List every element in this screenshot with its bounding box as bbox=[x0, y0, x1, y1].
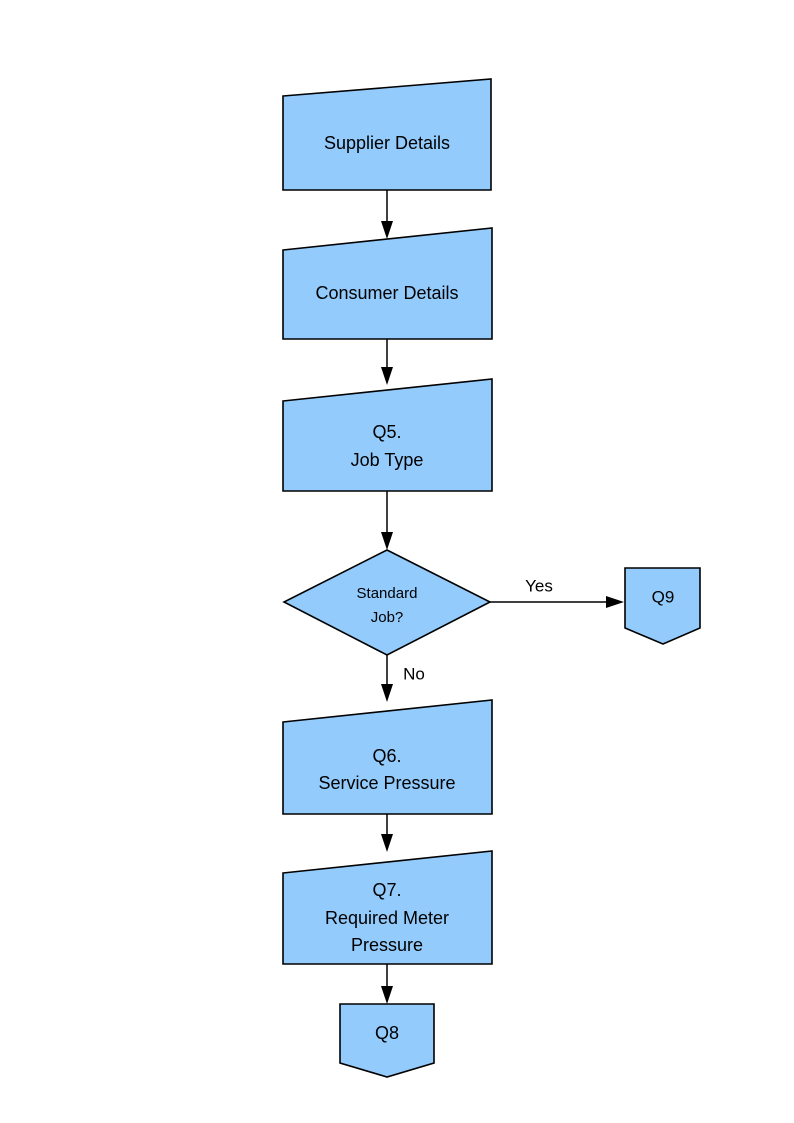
edge-label-yes: Yes bbox=[525, 576, 553, 595]
manual-input-shape bbox=[282, 850, 493, 965]
edge-q6-to-q7 bbox=[381, 814, 393, 852]
node-label-q6-line1: Q6. bbox=[372, 746, 401, 766]
node-label-decision-line1: Standard bbox=[357, 585, 418, 602]
node-label-q9: Q9 bbox=[652, 587, 675, 606]
node-label-consumer-details: Consumer Details bbox=[315, 283, 458, 303]
arrow-head-icon bbox=[606, 596, 624, 608]
node-q9-connector[interactable]: Q9 bbox=[624, 567, 701, 645]
arrow-head-icon bbox=[381, 532, 393, 550]
node-label-supplier-details: Supplier Details bbox=[324, 133, 450, 153]
edge-q5-to-decision bbox=[381, 491, 393, 550]
arrow-head-icon bbox=[381, 367, 393, 385]
edge-label-no: No bbox=[403, 664, 425, 683]
decision-diamond-shape bbox=[282, 549, 492, 656]
manual-input-shape bbox=[282, 227, 493, 340]
node-label-q8: Q8 bbox=[375, 1023, 399, 1043]
node-supplier-details[interactable]: Supplier Details bbox=[282, 78, 492, 191]
node-consumer-details[interactable]: Consumer Details bbox=[282, 227, 493, 340]
arrow-head-icon bbox=[381, 834, 393, 852]
node-label-decision-line2: Job? bbox=[371, 609, 404, 626]
edge-decision-to-q9: Yes bbox=[490, 576, 624, 608]
node-label-q7-line1: Q7. bbox=[372, 880, 401, 900]
manual-input-shape bbox=[282, 699, 493, 815]
manual-input-shape bbox=[282, 378, 493, 492]
arrow-head-icon bbox=[381, 986, 393, 1004]
node-label-q7-line3: Pressure bbox=[351, 935, 423, 955]
node-q7-required-meter-pressure[interactable]: Q7. Required Meter Pressure bbox=[282, 850, 493, 965]
edge-supplier-to-consumer bbox=[381, 190, 393, 239]
node-label-q7-line2: Required Meter bbox=[325, 908, 449, 928]
node-standard-job-decision[interactable]: Standard Job? bbox=[282, 549, 492, 656]
arrow-head-icon bbox=[381, 221, 393, 239]
manual-input-shape bbox=[282, 78, 492, 191]
arrow-head-icon bbox=[381, 684, 393, 702]
edge-decision-to-q6: No bbox=[381, 655, 425, 702]
off-page-connector-shape bbox=[624, 567, 701, 645]
node-label-q6-line2: Service Pressure bbox=[318, 773, 455, 793]
node-label-q5-line2: Job Type bbox=[351, 450, 424, 470]
node-q8-connector[interactable]: Q8 bbox=[339, 1003, 435, 1078]
edge-q7-to-q8 bbox=[381, 964, 393, 1004]
node-label-q5-line1: Q5. bbox=[372, 422, 401, 442]
node-q6-service-pressure[interactable]: Q6. Service Pressure bbox=[282, 699, 493, 815]
node-q5-job-type[interactable]: Q5. Job Type bbox=[282, 378, 493, 492]
edge-consumer-to-q5 bbox=[381, 339, 393, 385]
off-page-connector-shape bbox=[339, 1003, 435, 1078]
